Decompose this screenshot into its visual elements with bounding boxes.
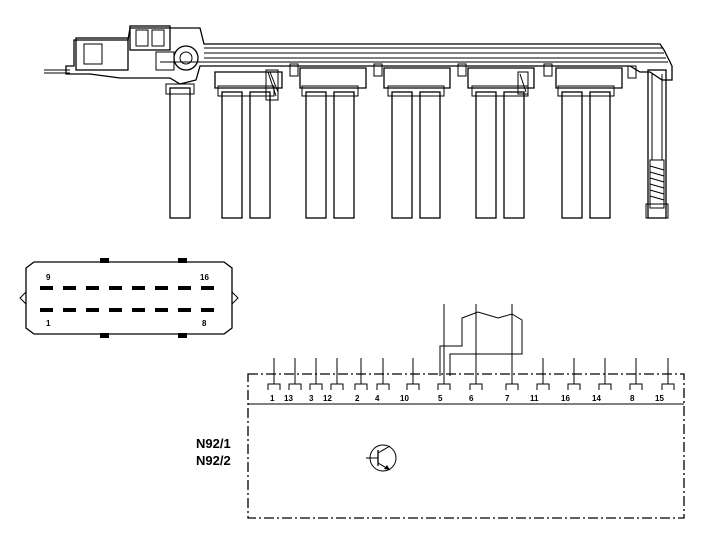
ignition-coil-tubes — [165, 83, 615, 219]
pin-label-13: 13 — [284, 394, 293, 403]
connector-slots-top-row — [40, 286, 214, 290]
pin-label-8: 8 — [630, 394, 635, 403]
connector-slots-bottom-row — [40, 308, 214, 312]
component-label-n92-2: N92/2 — [196, 453, 231, 468]
pin-label-4: 4 — [375, 394, 380, 403]
coil-rail-assembly — [44, 25, 673, 219]
transistor-icon — [366, 444, 397, 472]
pin-label-11: 11 — [530, 394, 539, 403]
schematic: 1 13 3 12 2 4 10 — [196, 304, 685, 519]
pin-terminals: 1 13 3 12 2 4 10 — [267, 304, 675, 403]
component-label-n92-1: N92/1 — [196, 436, 231, 451]
pin-label-2: 2 — [355, 394, 360, 403]
connector-pin-label-bottom-left: 1 — [46, 319, 51, 328]
pin-label-15: 15 — [655, 394, 664, 403]
component-boundary — [247, 373, 685, 519]
pin-label-1: 1 — [270, 394, 275, 403]
pin-label-7: 7 — [505, 394, 510, 403]
connector-pin-label-top-right: 16 — [200, 273, 209, 282]
pin-label-5: 5 — [438, 394, 443, 403]
pin-label-12: 12 — [323, 394, 332, 403]
pin-label-10: 10 — [400, 394, 409, 403]
end-terminal — [645, 69, 669, 219]
cable-shield — [439, 311, 523, 376]
connector-pin-label-bottom-right: 8 — [202, 319, 207, 328]
coil-towers — [214, 63, 637, 101]
pin-label-14: 14 — [592, 394, 601, 403]
pin-label-6: 6 — [469, 394, 474, 403]
pin-label-16: 16 — [561, 394, 570, 403]
pin-label-3: 3 — [309, 394, 314, 403]
connector-face: 9 16 1 8 — [19, 258, 239, 338]
connector-pin-label-top-left: 9 — [46, 273, 51, 282]
